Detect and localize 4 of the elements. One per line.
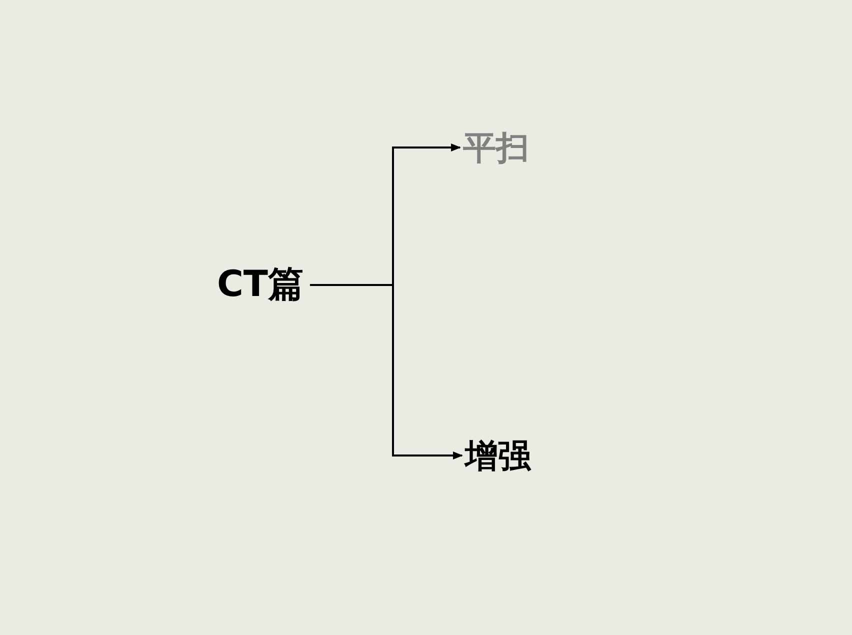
connector-arrow: [310, 284, 463, 460]
branch-label: 平扫: [463, 131, 529, 164]
topic-label: CT篇: [217, 267, 304, 303]
branch-label: 增强: [465, 439, 531, 472]
